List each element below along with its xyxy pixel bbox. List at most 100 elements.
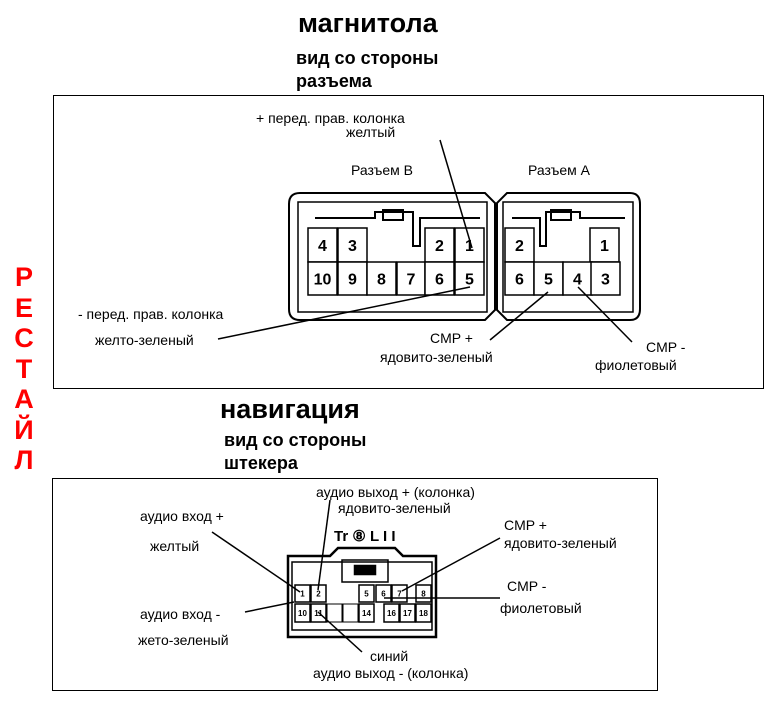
pin-cell xyxy=(307,261,338,296)
audio-in-minus-label: аудио вход - xyxy=(140,606,221,622)
pin-cell xyxy=(590,261,621,296)
pin-cell xyxy=(307,227,338,263)
pin-number: 5 xyxy=(544,271,553,288)
nav-cmp-plus-label: CMP + xyxy=(504,517,547,533)
pin-cell xyxy=(589,227,620,263)
audio-out-plus-color: ядовито-зеленый xyxy=(338,500,451,516)
pin-number: 6 xyxy=(381,589,386,598)
audio-out-minus-label: аудио выход - (колонка) xyxy=(313,665,469,681)
pin-number: 3 xyxy=(348,238,357,255)
nav-connector xyxy=(286,546,438,639)
audio-out-minus-color: синий xyxy=(370,648,409,664)
pin-number: 17 xyxy=(403,609,412,618)
audio-in-plus-color: желтый xyxy=(150,538,200,554)
leader-line xyxy=(439,139,473,249)
leader-line xyxy=(489,291,549,341)
side-letter: Р xyxy=(14,262,33,292)
nav-subtitle-1: вид со стороны xyxy=(224,430,367,450)
pin-cell xyxy=(424,261,455,296)
pin-number: 3 xyxy=(601,271,610,288)
pin-number: 10 xyxy=(314,271,332,288)
leader-line xyxy=(211,531,301,593)
pin-number: 2 xyxy=(316,589,321,598)
pin-number: 7 xyxy=(407,271,416,288)
pin-number: 10 xyxy=(298,609,307,618)
pin-number: 6 xyxy=(435,271,444,288)
pin-cell xyxy=(424,227,455,263)
connector-marking: Tr ⑧ L I I xyxy=(334,528,396,545)
nav-title: навигация xyxy=(220,394,360,424)
side-letter: Т xyxy=(15,353,33,384)
pin-cell xyxy=(294,603,311,623)
pin-number: 8 xyxy=(421,589,426,598)
side-letter: Е xyxy=(14,292,33,323)
pin-cell xyxy=(358,584,375,603)
pin-number: 2 xyxy=(435,238,444,255)
pin-number: 6 xyxy=(515,271,524,288)
leader-line xyxy=(577,286,633,343)
pin-cell xyxy=(399,603,416,623)
audio-in-plus-label: аудио вход + xyxy=(140,508,224,524)
leader-line xyxy=(244,601,295,613)
side-letter: Й xyxy=(14,414,34,445)
connector-a-label: Разъем А xyxy=(528,162,591,178)
cmp-plus-color: ядовито-зеленый xyxy=(380,349,493,365)
restyle-vertical-label: Р Е С Т А Й Л xyxy=(13,262,35,476)
connector-b-pins: 4 3 2 1 10 9 8 7 6 5 xyxy=(307,227,485,296)
minus-front-right-color: желто-зеленый xyxy=(95,332,194,348)
connector-a xyxy=(496,192,641,321)
plus-front-right-label: + перед. прав. колонка xyxy=(256,110,405,126)
nav-subtitle-2: штекера xyxy=(224,453,298,473)
head-unit-subtitle-1: вид со стороны xyxy=(296,48,439,68)
pin-number: 5 xyxy=(465,271,474,288)
nav-cmp-minus-color: фиолетовый xyxy=(500,600,582,616)
pin-cell xyxy=(504,227,535,263)
nav-cmp-minus-label: CMP - xyxy=(507,578,547,594)
audio-in-minus-color: жето-зеленый xyxy=(138,632,229,648)
minus-front-right-label: - перед. прав. колонка xyxy=(78,306,224,322)
pin-cell xyxy=(504,261,535,296)
empty-pin-cell xyxy=(326,603,343,623)
side-letter: А xyxy=(14,384,34,414)
side-letter: Л xyxy=(14,445,34,475)
pin-number: 9 xyxy=(348,271,357,288)
plus-front-right-color: желтый xyxy=(346,124,396,140)
pin-cell xyxy=(383,603,400,623)
pin-number: 4 xyxy=(318,238,327,255)
pin-number: 18 xyxy=(419,609,428,618)
pin-cell xyxy=(415,603,432,623)
pin-number: 2 xyxy=(515,238,524,255)
leader-line xyxy=(317,499,331,591)
pin-cell xyxy=(454,227,485,263)
pin-number: 1 xyxy=(600,238,609,255)
cmp-minus-color: фиолетовый xyxy=(595,357,677,373)
cmp-minus-label: CMP - xyxy=(646,339,686,355)
nav-panel xyxy=(52,478,658,691)
connector-a-pins: 2 1 6 5 4 3 xyxy=(504,227,621,296)
head-unit-title: магнитола xyxy=(298,8,438,38)
pin-cell xyxy=(337,227,368,263)
pin-number: 1 xyxy=(465,238,474,255)
pin-cell xyxy=(358,603,375,623)
pin-cell xyxy=(337,261,368,296)
pin-number: 8 xyxy=(377,271,386,288)
pin-number: 4 xyxy=(573,271,582,288)
leader-line xyxy=(401,537,501,592)
cmp-plus-label: CMP + xyxy=(430,330,473,346)
empty-pin-cell xyxy=(342,603,359,623)
leader-line xyxy=(217,286,471,340)
pin-number: 14 xyxy=(362,609,371,618)
audio-out-plus-label: аудио выход + (колонка) xyxy=(316,484,475,500)
side-letter: С xyxy=(14,323,34,353)
leader-line xyxy=(317,611,363,653)
pin-number: 5 xyxy=(364,589,369,598)
head-unit-panel xyxy=(53,95,764,389)
nav-connector-pins: 125678101114161718 xyxy=(294,584,432,623)
pin-cell xyxy=(294,584,311,603)
head-unit-subtitle-2: разъема xyxy=(296,71,372,91)
leader-lines xyxy=(211,139,633,653)
pin-number: 1 xyxy=(300,589,305,598)
pin-cell xyxy=(562,261,593,296)
connector-b-label: Разъем В xyxy=(351,162,414,178)
